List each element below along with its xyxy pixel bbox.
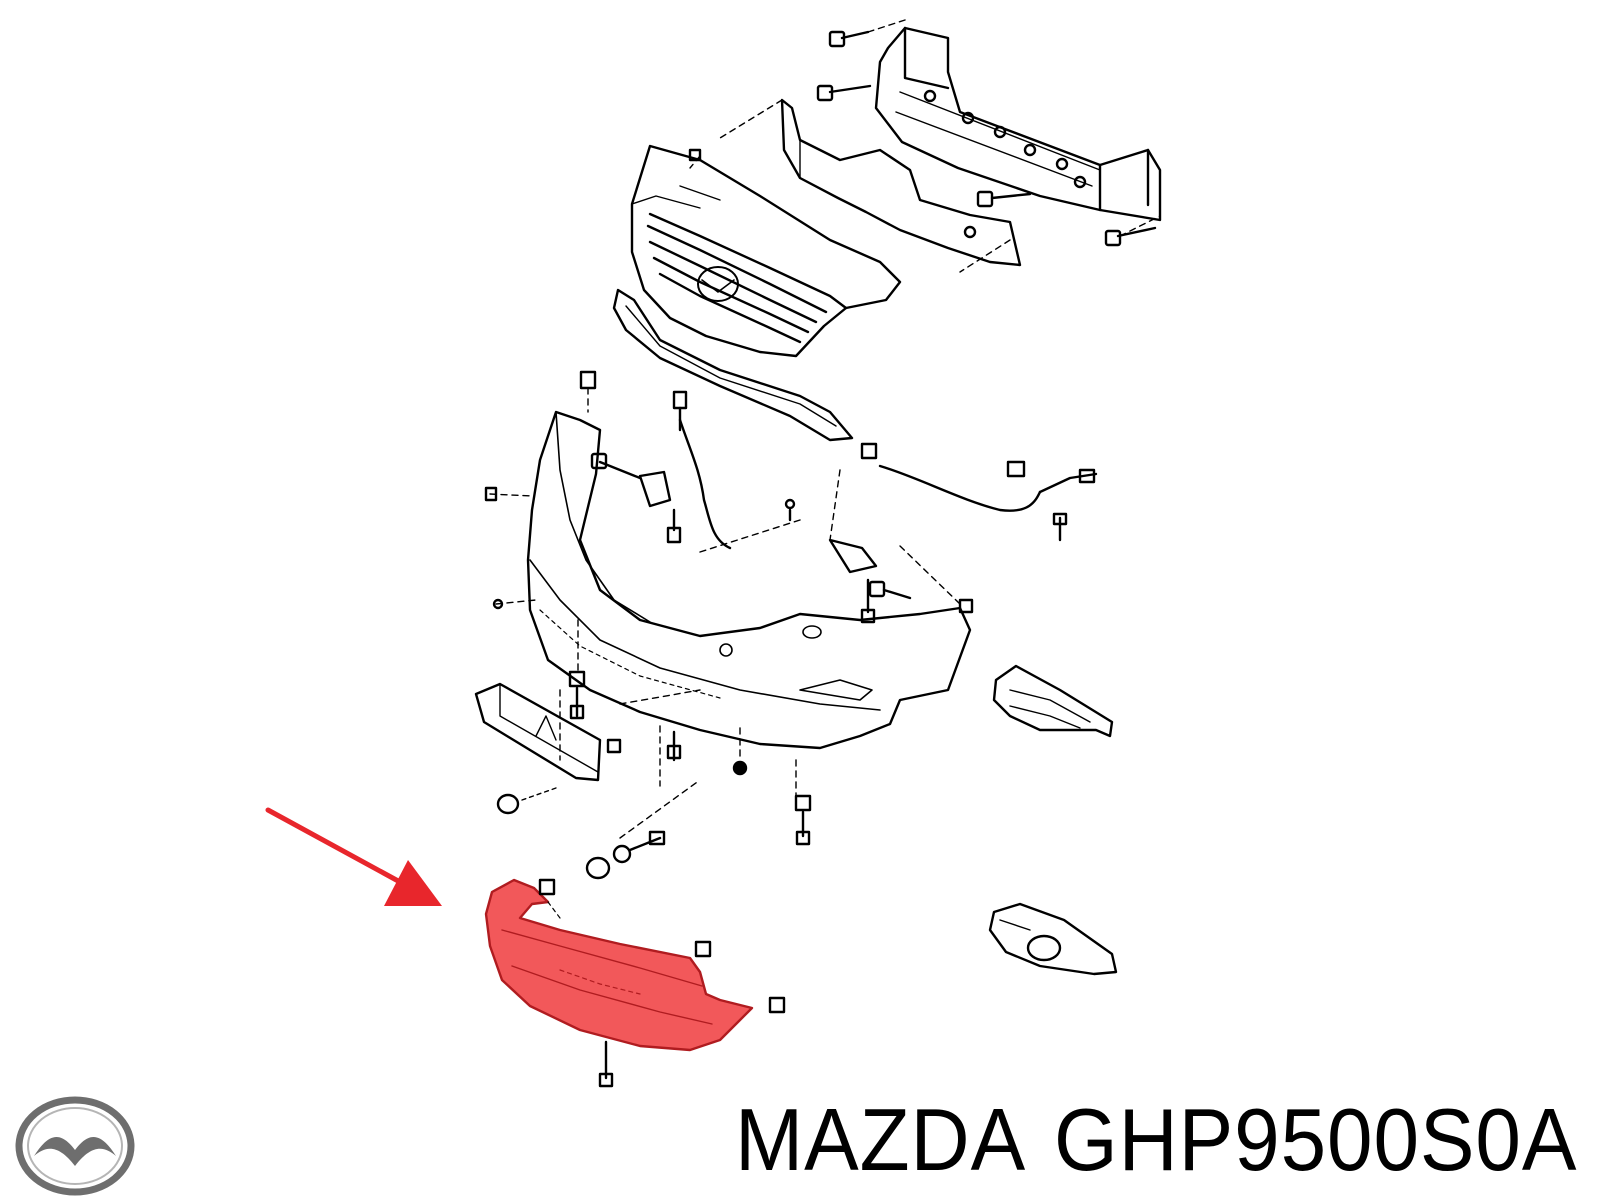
red-arrow-icon [265,807,442,906]
brand-name: MAZDA [735,1090,1027,1189]
mazda-logo-icon [15,1096,135,1196]
tow-hook [496,787,666,880]
bumper-reinforcement-beam [874,26,1162,222]
front-bumper-cover [526,410,972,750]
parking-sensor-harness [678,418,1098,550]
part-number: GHP9500S0A [1053,1090,1578,1189]
license-plate-bracket [474,682,602,782]
energy-absorber [719,98,1022,273]
dashed-leader-lines [489,469,961,839]
beam-bolts [816,19,1161,247]
small-fasteners [484,486,812,846]
front-grille [630,144,902,358]
fog-lamp-bezel-upper [992,664,1114,738]
grille-lower-trim [612,288,854,442]
lower-spoiler-highlighted [484,878,786,1088]
fog-lamp-bezel-lower [988,902,1118,976]
side-brackets [590,452,974,624]
